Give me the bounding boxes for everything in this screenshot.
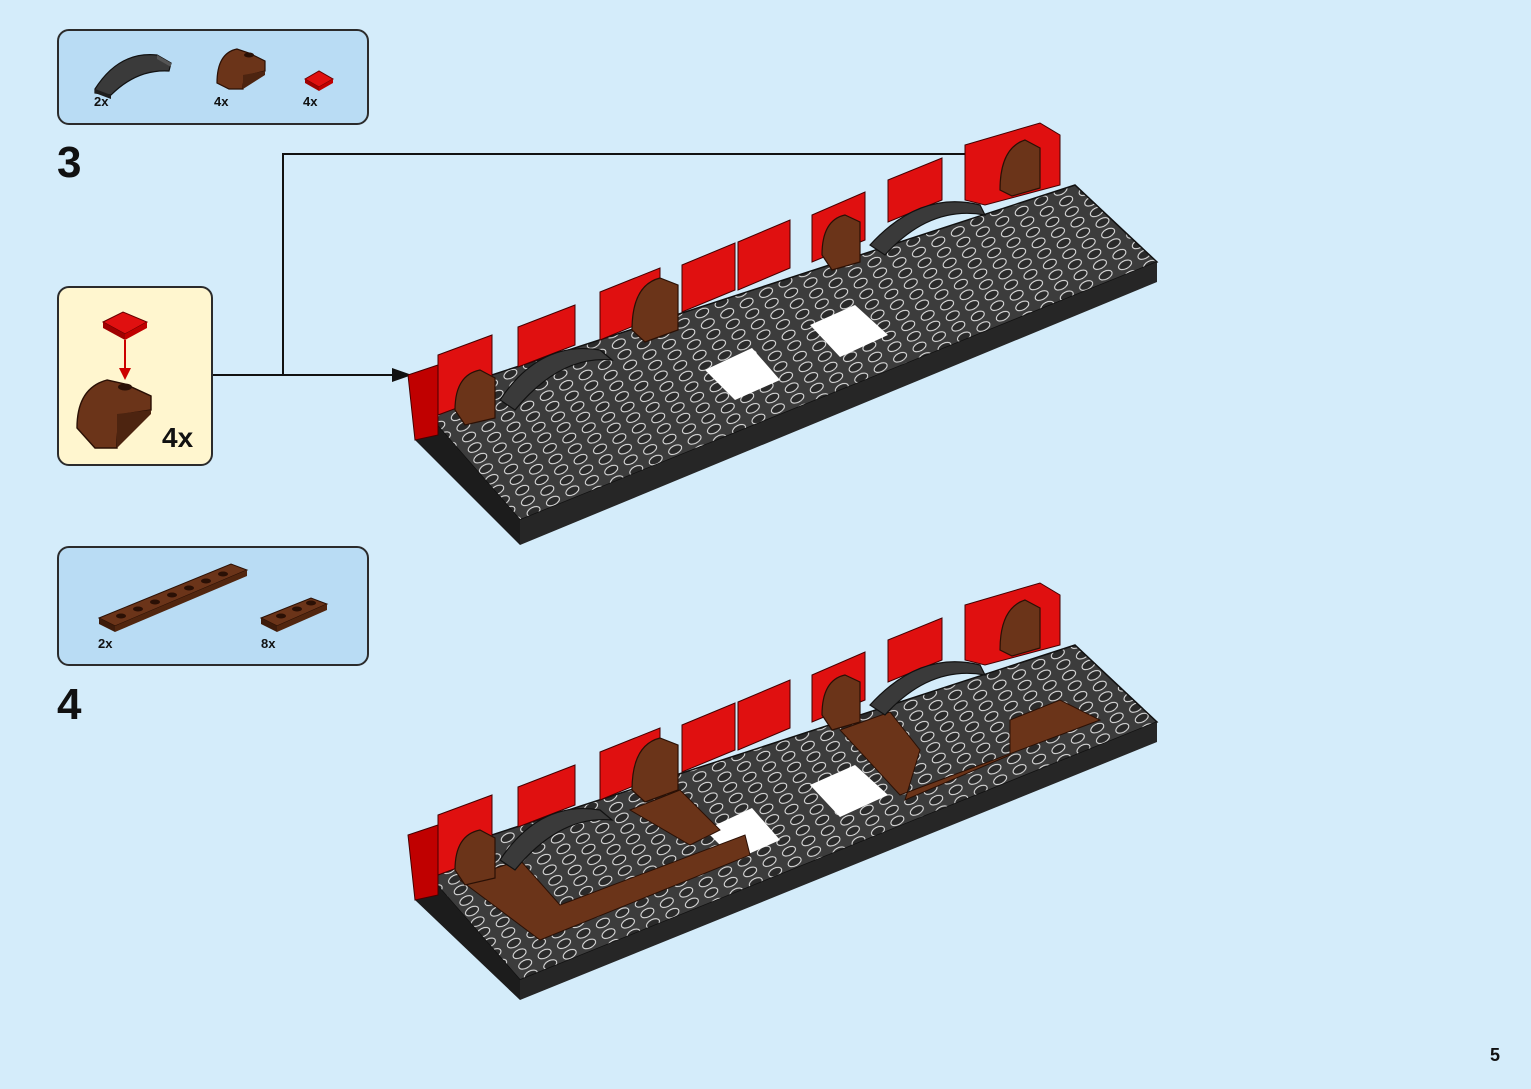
step-number: 4 <box>57 680 82 729</box>
arch-brick-icon <box>216 48 266 90</box>
arch-brick-icon <box>76 379 152 449</box>
step3-parts-box: 2x 4x 4x <box>57 29 369 125</box>
red-tile-icon <box>303 70 335 91</box>
curved-slope-icon <box>94 54 172 99</box>
step-number: 3 <box>57 138 82 187</box>
step4-parts-box: 2x 8x <box>57 546 369 666</box>
part-qty: 4x <box>214 94 229 109</box>
sub-assembly-callout: 4x <box>57 286 213 466</box>
page-number: 5 <box>1490 1045 1501 1065</box>
callout-qty: 4x <box>162 422 194 453</box>
part-qty: 4x <box>303 94 318 109</box>
part-qty: 2x <box>98 636 113 651</box>
part-qty: 8x <box>261 636 276 651</box>
part-qty: 2x <box>94 94 109 109</box>
red-tile-icon <box>101 311 149 340</box>
plate-1x3-icon <box>259 597 329 632</box>
arrow-head-icon <box>392 368 412 382</box>
plate-1x8-icon <box>97 563 249 632</box>
down-arrow-icon <box>119 340 131 380</box>
